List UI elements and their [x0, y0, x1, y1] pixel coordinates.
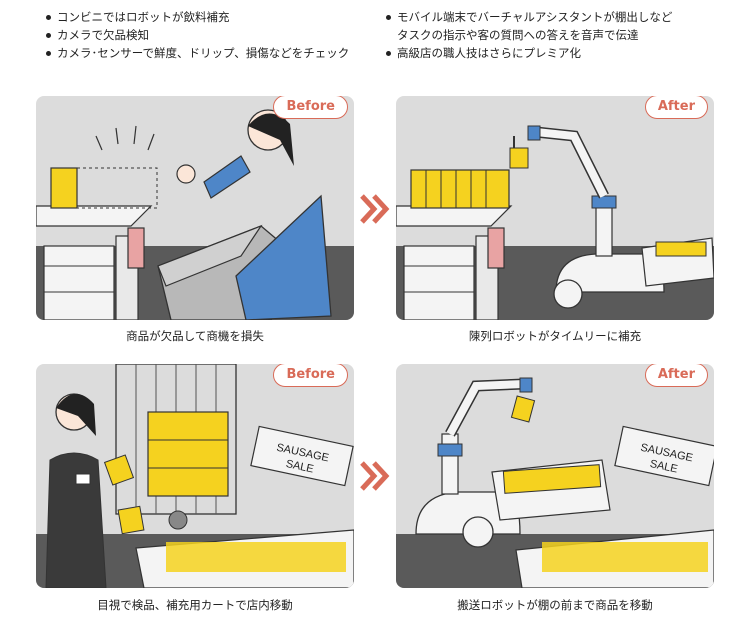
before-badge: Before: [273, 364, 348, 387]
bullet-text: モバイル端末でバーチャルアシスタントが棚出しなど: [397, 10, 673, 24]
illustration-transport-robot: SAUSAGE SALE: [396, 377, 714, 588]
bullet-list-right: モバイル端末でバーチャルアシスタントが棚出しなど タスクの指示や客の質問への答え…: [384, 8, 672, 62]
panel-bottom-right: SAUSAGE SALE After: [396, 364, 714, 588]
caption-bottom-right: 搬送ロボットが棚の前まで商品を移動: [457, 598, 653, 612]
bullet-item: コンビニではロボットが飲料補充: [44, 8, 349, 26]
sign-line-2: SALE: [285, 458, 315, 476]
bullet-item: 高級店の職人技はさらにプレミア化: [384, 44, 672, 62]
bullet-item: カメラで欠品検知: [44, 26, 349, 44]
panel-top-right: After: [396, 96, 714, 320]
panel-top-left: Before: [36, 96, 354, 320]
before-badge: Before: [273, 96, 348, 119]
chevron-right-icon: [360, 194, 390, 224]
bullet-text: コンビニではロボットが飲料補充: [57, 10, 230, 24]
bullet-continuation: タスクの指示や客の質問への答えを音声で伝達: [384, 26, 672, 44]
panel-bottom-left: SAUSAGE SALE Before: [36, 364, 354, 588]
caption-top-right: 陳列ロボットがタイムリーに補充: [468, 329, 642, 343]
bullet-text: カメラで欠品検知: [57, 28, 149, 42]
illustration-restock-robot: [396, 125, 714, 320]
chevron-right-icon: [360, 461, 390, 491]
bullet-item: モバイル端末でバーチャルアシスタントが棚出しなど: [384, 8, 672, 26]
bullet-list-left: コンビニではロボットが飲料補充 カメラで欠品検知 カメラ･センサーで鮮度、ドリッ…: [44, 8, 349, 62]
illustration-cart-inspection: SAUSAGE SALE: [36, 364, 354, 588]
sign-line-2: SALE: [649, 458, 679, 476]
illustration-empty-shelf: [36, 109, 354, 320]
caption-top-left: 商品が欠品して商機を損失: [126, 329, 264, 343]
bullet-text: タスクの指示や客の質問への答えを音声で伝達: [397, 28, 639, 42]
after-badge: After: [644, 364, 708, 387]
bullet-text: カメラ･センサーで鮮度、ドリップ、損傷などをチェック: [57, 46, 350, 60]
bullet-text: 高級店の職人技はさらにプレミア化: [397, 46, 581, 60]
bullet-item: カメラ･センサーで鮮度、ドリップ、損傷などをチェック: [44, 44, 349, 62]
after-badge: After: [644, 96, 708, 119]
caption-bottom-left: 目視で検品、補充用カートで店内移動: [97, 598, 293, 612]
